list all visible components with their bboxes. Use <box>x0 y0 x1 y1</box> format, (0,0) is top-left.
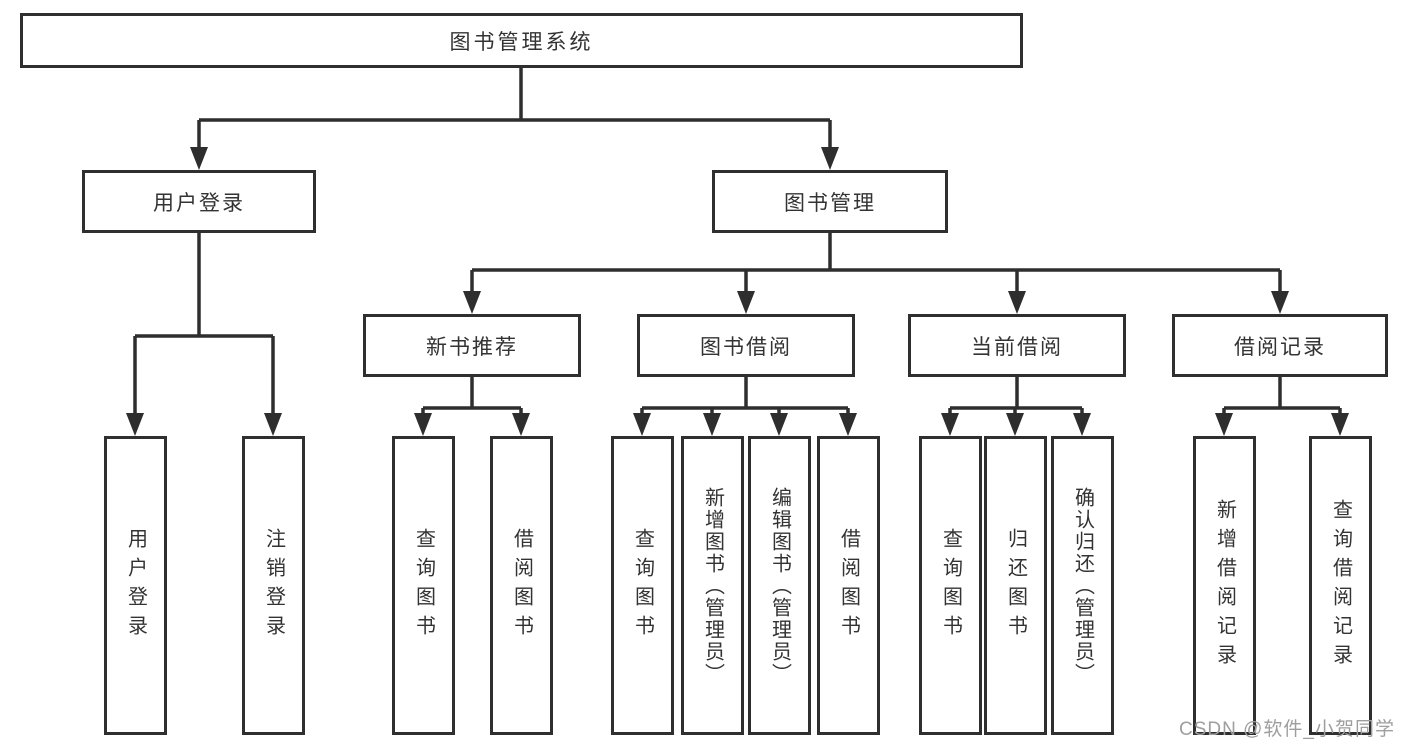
node-root-system: 图书管理系统 <box>20 13 1023 68</box>
node-book-borrow: 图书借阅 <box>637 314 855 377</box>
node-borrow-records: 借阅记录 <box>1172 314 1388 377</box>
connector-root-to-level2 <box>197 68 832 150</box>
node-current-borrow-label: 当前借阅 <box>971 335 1063 359</box>
leaf-logout-label: 注销登录 <box>262 527 285 644</box>
node-user-login: 用户登录 <box>82 170 316 233</box>
leaf-confirm-return-admin-label: 确认归还（管理员） <box>1071 486 1094 685</box>
leaf-add-borrow-record: 新增借阅记录 <box>1193 436 1256 735</box>
connector-book-borrow-branch <box>640 377 850 416</box>
node-borrow-records-label: 借阅记录 <box>1234 335 1326 359</box>
arrowheads <box>126 147 1349 436</box>
node-book-borrow-label: 图书借阅 <box>700 335 792 359</box>
node-root-system-label: 图书管理系统 <box>449 30 594 54</box>
leaf-user-login: 用户登录 <box>104 436 167 735</box>
leaf-query-borrow-record: 查询借阅记录 <box>1309 436 1372 735</box>
leaf-query-books-current-label: 查询图书 <box>939 527 962 644</box>
leaf-query-borrow-record-label: 查询借阅记录 <box>1329 498 1352 673</box>
leaf-logout: 注销登录 <box>242 436 305 735</box>
node-new-book-rec-label: 新书推荐 <box>426 335 518 359</box>
leaf-borrow-books-rec: 借阅图书 <box>490 436 553 735</box>
node-current-borrow: 当前借阅 <box>908 314 1126 377</box>
leaf-edit-book-admin-label: 编辑图书（管理员） <box>768 486 791 685</box>
leaf-query-books-current: 查询图书 <box>919 436 982 735</box>
leaf-add-borrow-record-label: 新增借阅记录 <box>1213 498 1236 673</box>
csdn-watermark: CSDN @软件_小贺同学 <box>1179 719 1395 740</box>
leaf-return-books: 归还图书 <box>984 436 1047 735</box>
leaf-query-books-borrow: 查询图书 <box>611 436 674 735</box>
leaf-query-books-rec-label: 查询图书 <box>412 527 435 644</box>
leaf-add-book-admin: 新增图书（管理员） <box>681 436 744 735</box>
connector-user-login-branch <box>133 233 275 416</box>
leaf-edit-book-admin: 编辑图书（管理员） <box>748 436 811 735</box>
node-user-login-label: 用户登录 <box>153 191 245 215</box>
leaf-query-books-rec: 查询图书 <box>392 436 455 735</box>
leaf-return-books-label: 归还图书 <box>1004 527 1027 644</box>
connector-borrow-record-branch <box>1222 377 1342 416</box>
leaf-add-book-admin-label: 新增图书（管理员） <box>701 486 724 685</box>
connector-current-borrow-branch <box>948 377 1084 416</box>
node-new-book-rec: 新书推荐 <box>363 314 581 377</box>
leaf-borrow-books: 借阅图书 <box>817 436 880 735</box>
node-book-mgmt-label: 图书管理 <box>784 191 876 215</box>
leaf-borrow-books-rec-label: 借阅图书 <box>510 527 533 644</box>
connector-new-book-branch <box>421 377 523 416</box>
leaf-query-books-borrow-label: 查询图书 <box>631 527 654 644</box>
connector-book-mgmt-branch <box>470 233 1282 294</box>
leaf-borrow-books-label: 借阅图书 <box>837 527 860 644</box>
leaf-user-login-label: 用户登录 <box>124 527 147 644</box>
node-book-mgmt: 图书管理 <box>712 170 948 233</box>
leaf-confirm-return-admin: 确认归还（管理员） <box>1051 436 1114 735</box>
